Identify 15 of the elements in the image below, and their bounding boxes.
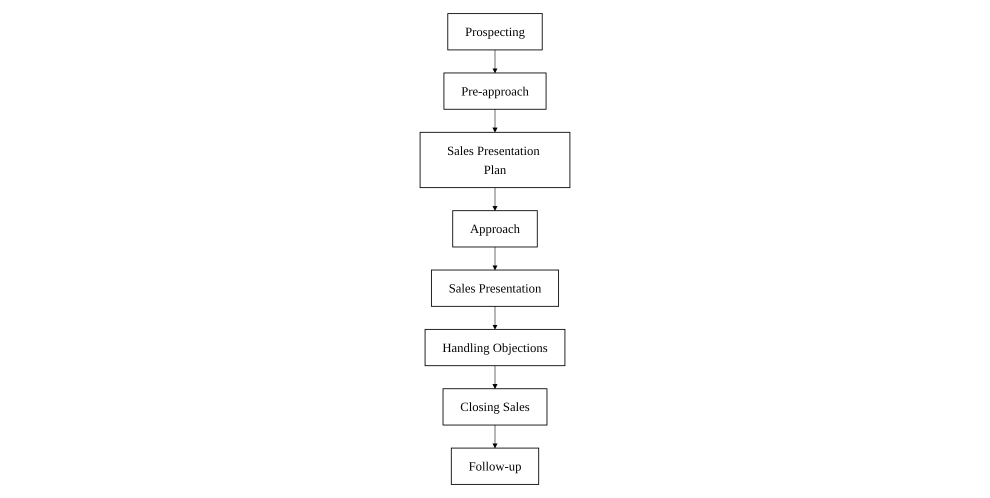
node-box: Sales Presentation Plan [420, 132, 570, 188]
node-box: Pre-approach [444, 72, 546, 110]
node-box: Closing Sales [442, 388, 548, 426]
arrow [492, 424, 498, 448]
node-box: Follow-up [450, 448, 540, 485]
node-box: Sales Presentation [430, 270, 560, 307]
arrow [492, 108, 498, 133]
arrow [492, 187, 498, 211]
arrow [492, 306, 498, 330]
arrow [492, 246, 498, 270]
node-box: Prospecting [447, 13, 543, 50]
node-box: Approach [452, 210, 538, 248]
node-box: Handling Objections [424, 328, 566, 366]
arrow [492, 365, 498, 389]
arrow [492, 50, 498, 74]
